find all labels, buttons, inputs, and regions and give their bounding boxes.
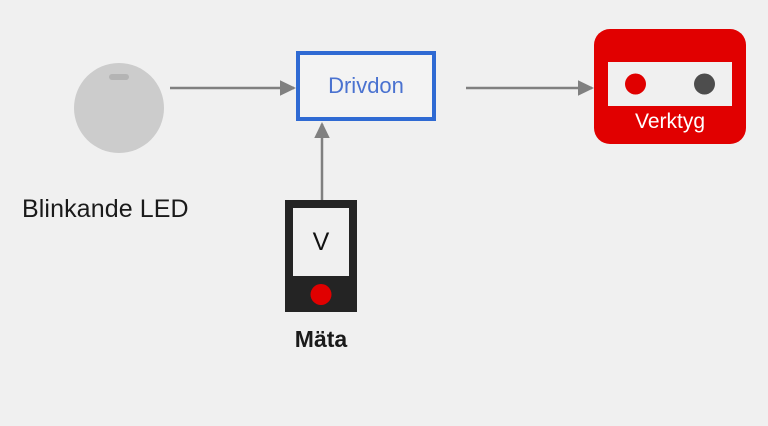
node-mata[interactable]: V Mäta (285, 200, 357, 352)
multimeter-display: V (293, 208, 349, 276)
led-slot-icon (109, 74, 129, 80)
node-drivdon-label: Drivdon (328, 73, 404, 98)
tool-face-plate (608, 62, 732, 106)
node-verktyg-label: Verktyg (634, 110, 706, 133)
arrow-led-to-driver (170, 80, 297, 96)
node-blinking-led-label: Blinkande LED (22, 195, 189, 223)
multimeter-button-icon[interactable] (310, 284, 332, 305)
node-mata-label: Mäta (294, 326, 348, 352)
arrow-driver-to-tool (466, 80, 595, 96)
arrow-meter-to-driver (314, 121, 330, 206)
tool-indicator-dark-icon (694, 73, 715, 95)
node-drivdon[interactable]: Drivdon (296, 51, 436, 121)
node-verktyg[interactable]: Verktyg (594, 29, 746, 144)
multimeter-display-value: V (312, 227, 330, 256)
tool-indicator-red-icon (625, 73, 646, 95)
node-blinking-led[interactable] (74, 63, 164, 153)
multimeter-body: V (285, 200, 357, 312)
